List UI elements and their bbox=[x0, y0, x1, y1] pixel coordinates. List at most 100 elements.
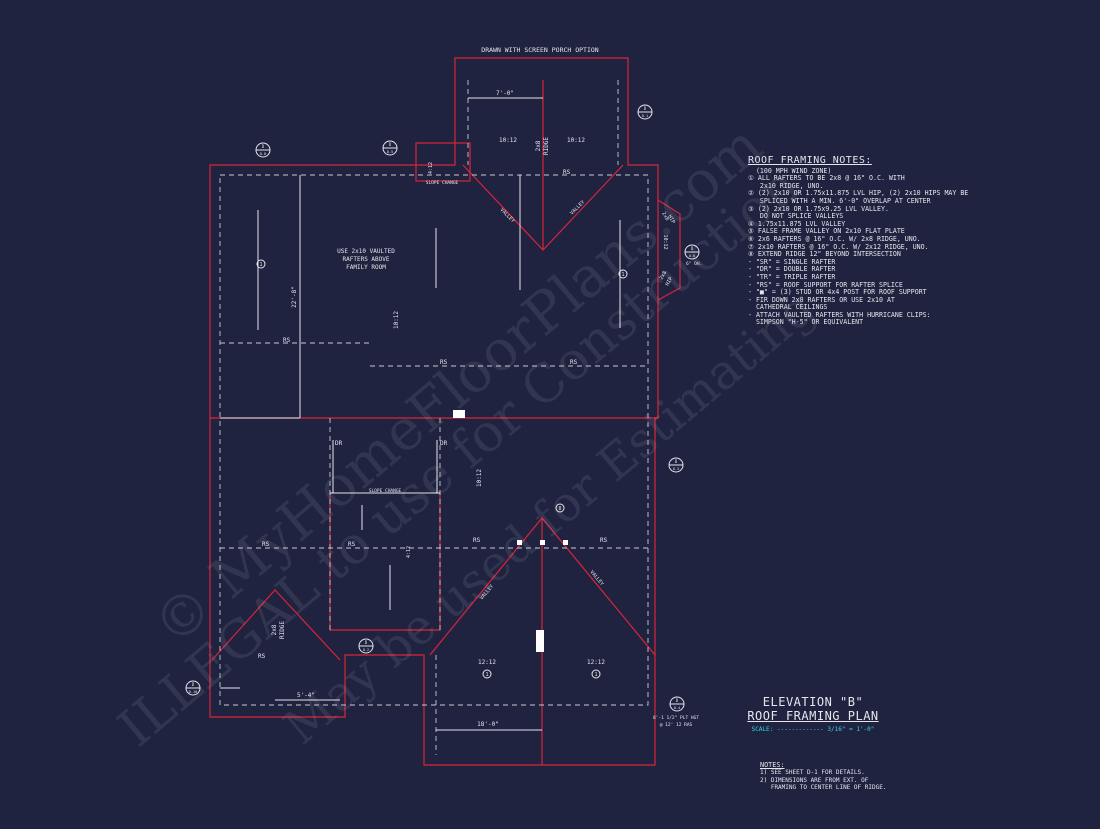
svg-text:1: 1 bbox=[621, 272, 624, 278]
left-ridge-label: RIDGE bbox=[279, 621, 286, 639]
watermark-line-2: ILLEGAL to use for Construction bbox=[107, 155, 810, 759]
post-symbol bbox=[453, 410, 465, 418]
drawing-title-line2: ROOF FRAMING PLAN bbox=[747, 709, 879, 723]
roof-note-line: ⑦ 2x10 RAFTERS @ 16" O.C. W/ 2x12 RIDGE,… bbox=[748, 242, 929, 251]
svg-text:1: 1 bbox=[594, 672, 597, 678]
general-notes: NOTES: 1) SEE SHEET D-1 FOR DETAILS. 2) … bbox=[760, 761, 940, 792]
rs-lower-left: RS bbox=[262, 541, 270, 548]
left-ridge-size: 2x8 bbox=[271, 624, 278, 635]
svg-text:8: 8 bbox=[558, 506, 561, 512]
roof-note-line: DO NOT SPLICE VALLEYS bbox=[748, 212, 844, 221]
note-number-callout: 1 bbox=[591, 669, 601, 679]
roof-note-line: - "SR" = SINGLE RAFTER bbox=[748, 257, 836, 266]
pitch-porch-left: 10:12 bbox=[499, 137, 517, 144]
post-symbol bbox=[563, 540, 568, 545]
pitch-12-left: 12:12 bbox=[478, 659, 496, 666]
note-number-callout: 1 bbox=[618, 269, 628, 279]
svg-text:D: D bbox=[675, 459, 678, 464]
slope-change-top: SLOPE CHANGE bbox=[426, 180, 459, 186]
svg-text:D-2: D-2 bbox=[363, 648, 369, 652]
drawing-scale: SCALE: ------------- 3/16" = 1'-0" bbox=[751, 726, 875, 733]
hip-label: HIP bbox=[666, 214, 676, 225]
general-note-line: FRAMING TO CENTER LINE OF RIDGE. bbox=[760, 784, 887, 792]
hip-oh: 6" OH. bbox=[686, 261, 702, 267]
svg-text:D: D bbox=[644, 106, 647, 111]
svg-text:D-10: D-10 bbox=[189, 690, 197, 694]
section-callout: D D-2 bbox=[358, 638, 374, 654]
note-number-callout: 1 bbox=[256, 259, 266, 269]
roof-note-line: ④ 1.75x11.875 LVL VALLEY bbox=[748, 219, 846, 228]
section-callout: D D-3 bbox=[668, 457, 684, 473]
roof-note-line: SPLICED WITH A MIN. 6'-0" OVERLAP AT CEN… bbox=[748, 196, 931, 205]
hip-bump-outline bbox=[657, 199, 681, 301]
svg-text:D-3: D-3 bbox=[673, 467, 679, 471]
dim-bottom-left: 5'-4" bbox=[297, 692, 315, 699]
pitch-4-top: 4:12 bbox=[428, 162, 434, 174]
porch-ridge-label: RIDGE bbox=[543, 137, 550, 155]
roof-note-line: SIMPSON "H-5" OR EQUIVALENT bbox=[748, 318, 864, 327]
section-callout: D D-8 bbox=[255, 142, 271, 158]
section-callout: D D-10 bbox=[185, 680, 201, 696]
svg-text:D: D bbox=[676, 698, 679, 703]
left-gable-lines bbox=[211, 589, 341, 661]
section-callout: D D-5 bbox=[382, 140, 398, 156]
general-note-line: 1) SEE SHEET D-1 FOR DETAILS. bbox=[760, 769, 865, 777]
dr-label-2: DR bbox=[440, 440, 448, 447]
section-callout: D D-4 bbox=[669, 696, 685, 712]
roof-note-line: (100 MPH WIND ZONE) bbox=[748, 166, 832, 175]
post-symbol bbox=[536, 630, 544, 652]
wall-dashed-main bbox=[219, 174, 649, 706]
roof-note-line: ⑥ 2x6 RAFTERS @ 16" O.C. W/ 2x8 RIDGE, U… bbox=[748, 234, 921, 243]
plt-note-2: @ 12' 12 RAS bbox=[660, 722, 693, 728]
roof-note-line: - ATTACH VAULTED RAFTERS WITH HURRICANE … bbox=[748, 310, 931, 319]
svg-text:1: 1 bbox=[485, 672, 488, 678]
svg-text:D-4: D-4 bbox=[674, 706, 680, 710]
dr-label-1: DR bbox=[335, 440, 343, 447]
general-notes-heading: NOTES: bbox=[760, 761, 785, 769]
roof-note-line: - FIR DOWN 2x8 RAFTERS OR USE 2x10 AT bbox=[748, 295, 895, 304]
svg-text:D: D bbox=[262, 144, 265, 149]
roof-note-line: CATHEDRAL CEILINGS bbox=[748, 303, 828, 312]
header-note: DRAWN WITH SCREEN PORCH OPTION bbox=[481, 46, 598, 54]
svg-text:D-8: D-8 bbox=[260, 152, 266, 156]
note-number-callout: 1 bbox=[482, 669, 492, 679]
roof-notes-title: ROOF FRAMING NOTES: bbox=[748, 155, 872, 166]
roof-note-line: 2x10 RIDGE, UNO. bbox=[748, 181, 824, 190]
roof-note-line: ② (2) 2x10 OR 1.75x11.875 LVL HIP, (2) 2… bbox=[748, 189, 969, 198]
rs-porch: RS bbox=[563, 169, 571, 176]
slope-change-mid: SLOPE CHANGE bbox=[369, 488, 402, 494]
drawing-title-block: ELEVATION "B" ROOF FRAMING PLAN SCALE: -… bbox=[738, 695, 888, 733]
hip-label-lower: HIP bbox=[665, 276, 675, 287]
svg-text:D-1: D-1 bbox=[642, 114, 648, 118]
rs-bottom-left: RS bbox=[258, 653, 266, 660]
svg-text:D-5: D-5 bbox=[387, 150, 393, 154]
section-callout: D D-1 bbox=[637, 104, 653, 120]
svg-text:1: 1 bbox=[259, 262, 262, 268]
roof-note-line: ⑧ EXTEND RIDGE 12" BEYOND INTERSECTION bbox=[748, 250, 901, 259]
dim-left: 22'-8" bbox=[291, 286, 298, 308]
vaulted-note-1: USE 2x10 VAULTED bbox=[337, 248, 395, 255]
rs-mid1: RS bbox=[440, 359, 448, 366]
porch-ridge-size: 2x8 bbox=[535, 140, 542, 151]
svg-text:D-6: D-6 bbox=[689, 254, 695, 258]
slope-change-box-top bbox=[415, 142, 471, 182]
vaulted-note-3: FAMILY ROOM bbox=[346, 264, 386, 271]
pitch-12-right: 12:12 bbox=[587, 659, 605, 666]
pitch-4-lower: 4:12 bbox=[406, 546, 412, 558]
middle-bay-outline bbox=[329, 493, 441, 631]
rs-left: RS bbox=[283, 337, 291, 344]
plt-note-1: 8'-1 1/2" PLT HGT bbox=[653, 715, 699, 721]
pitch-hip: 10:12 bbox=[662, 234, 668, 249]
roof-note-line: - "TR" = TRIPLE RAFTER bbox=[748, 272, 836, 281]
rs-lower-r: RS bbox=[600, 537, 608, 544]
section-callout: D D-6 bbox=[684, 244, 700, 260]
note-number-callout: 8 bbox=[555, 503, 565, 513]
pitch-porch-right: 10:12 bbox=[567, 137, 585, 144]
roof-note-line: ① ALL RAFTERS TO BE 2x8 @ 16" O.C. WITH bbox=[748, 174, 905, 183]
svg-text:D: D bbox=[389, 142, 392, 147]
dim-bottom-mid: 18'-0" bbox=[477, 721, 499, 728]
hip-size: 2x8 bbox=[660, 211, 670, 222]
roof-note-line: ⑤ FALSE FRAME VALLEY ON 2x10 FLAT PLATE bbox=[748, 227, 905, 236]
